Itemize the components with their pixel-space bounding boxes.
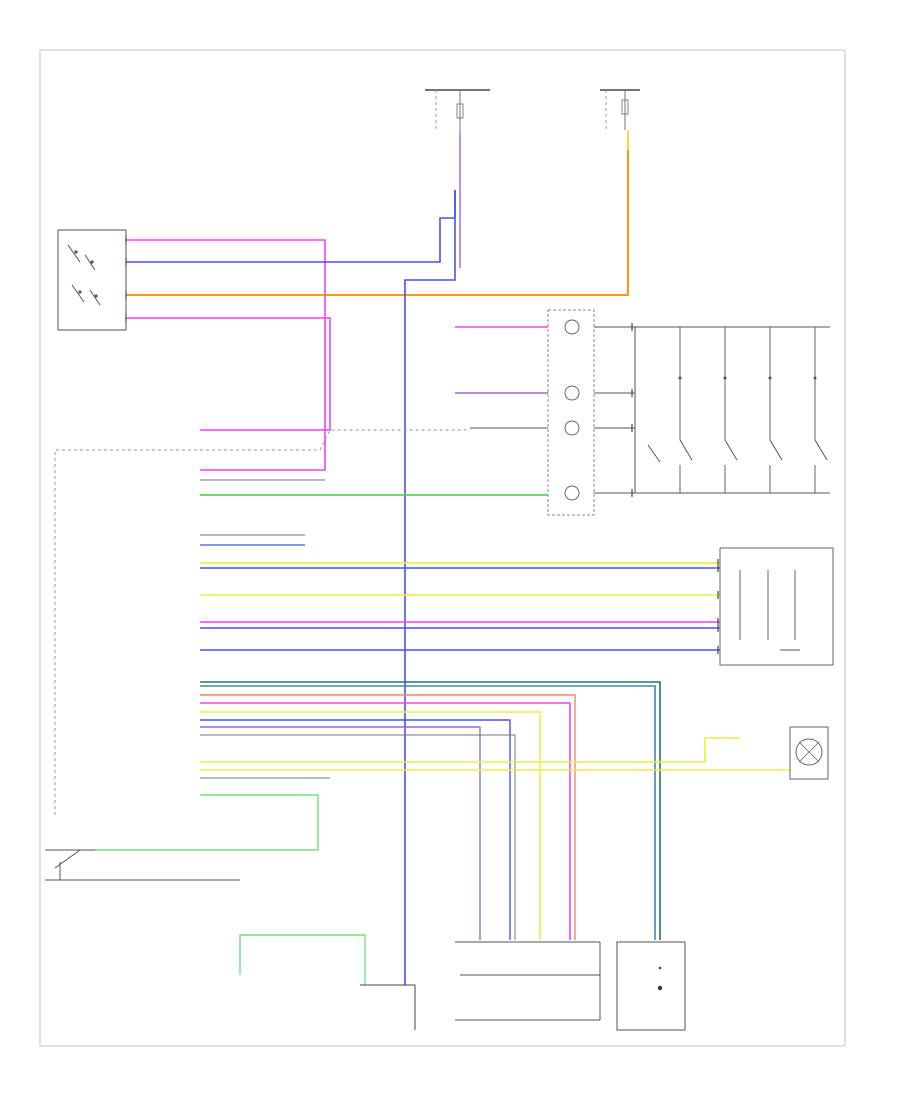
wire-orange [126, 130, 629, 296]
fuse-hot-at-all-times [425, 89, 490, 132]
connector-wires [95, 479, 790, 940]
wire-dark-bottom [360, 984, 416, 1030]
wire-pink-1 [126, 239, 326, 471]
wire-pink-2 [126, 317, 331, 431]
wire-blue-main [404, 190, 456, 985]
wire-blue-1 [126, 190, 456, 263]
powertrain-control-module [616, 941, 686, 1031]
diagram-frame [39, 49, 846, 1047]
output-shaft-speed-sensor [789, 726, 829, 780]
fuse-hot-in-run [600, 89, 640, 130]
speed-sensor [719, 547, 834, 666]
throttle-position-sensor [455, 941, 601, 1021]
clutch-pedal-switch [45, 849, 240, 881]
connector-ticks [125, 236, 719, 654]
brake-pedal-switch [57, 229, 127, 331]
module-boundary [54, 429, 470, 815]
steering-wheel-switch-clockspring [547, 309, 595, 516]
wire-lightgreen-bottom [239, 934, 366, 985]
switch-ladder [594, 326, 830, 494]
